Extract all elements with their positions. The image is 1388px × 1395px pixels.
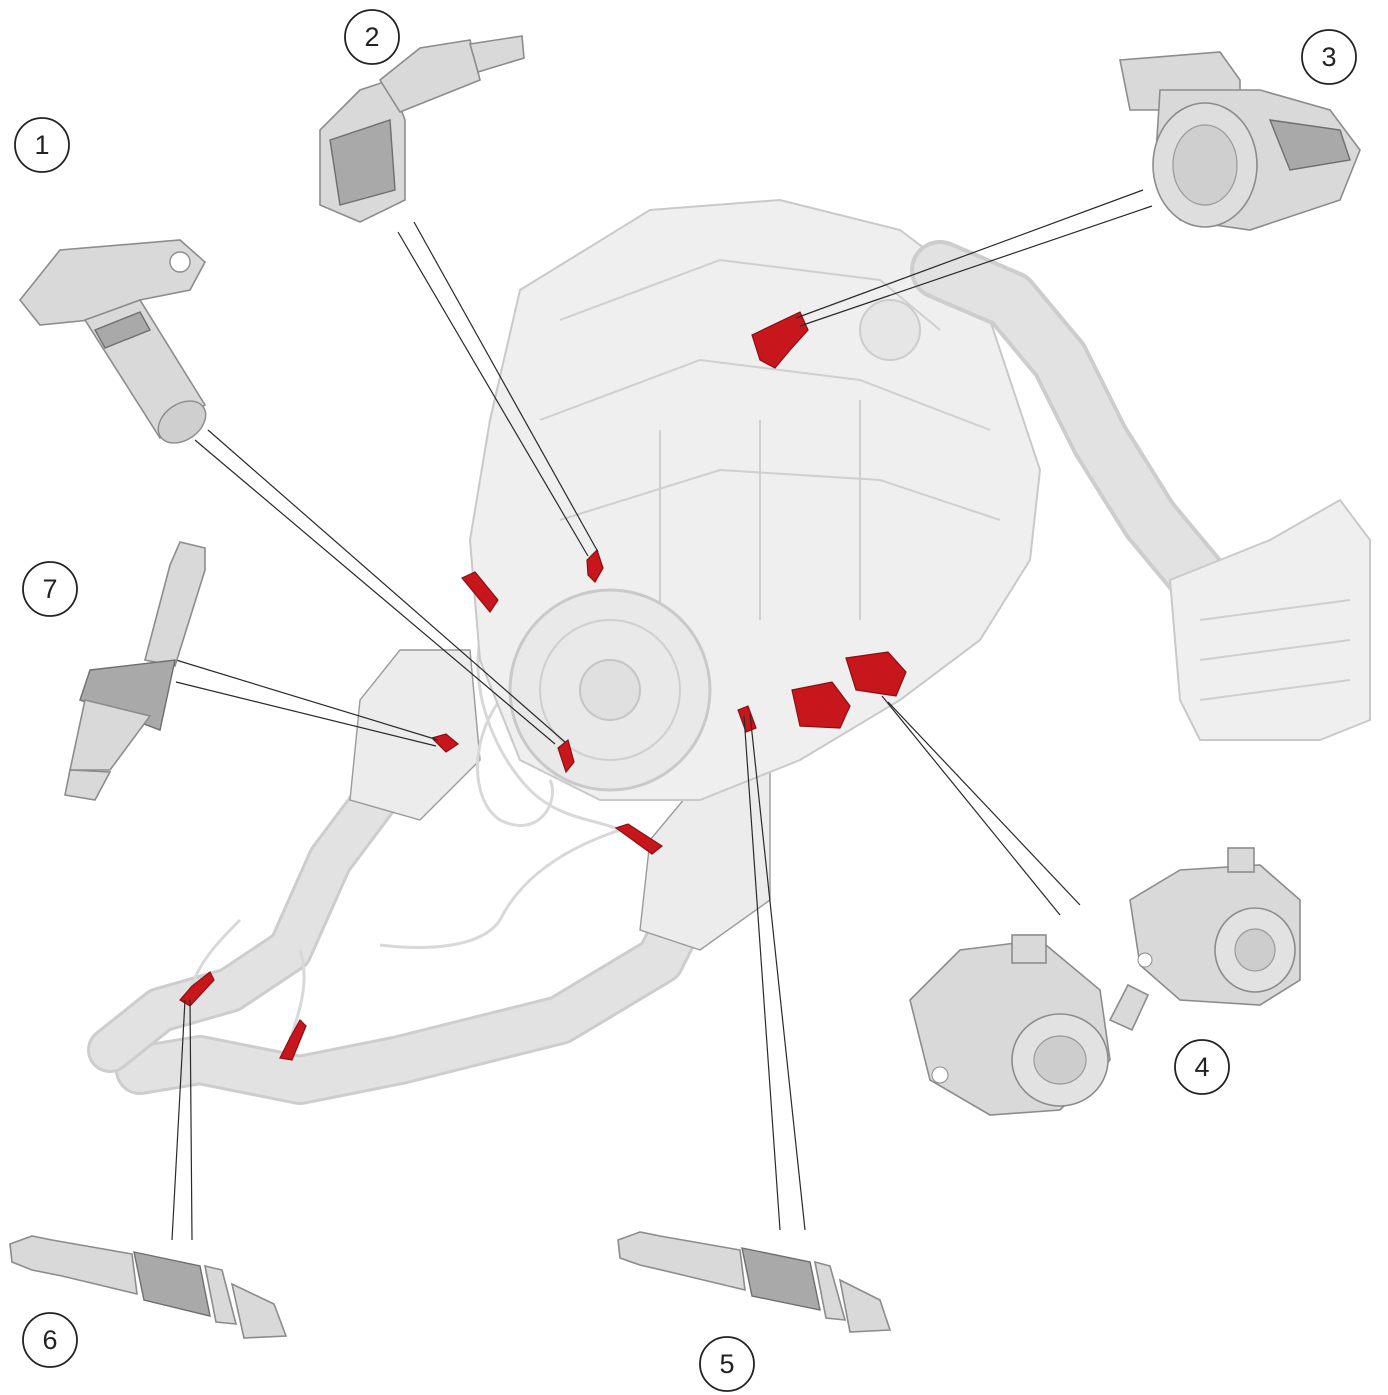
callout-6-label: 6 xyxy=(42,1325,57,1355)
coolant-temperature-sensor-icon xyxy=(320,36,524,222)
callout-5: 5 xyxy=(700,1337,754,1391)
callout-7-label: 7 xyxy=(42,574,57,604)
callout-4-label: 4 xyxy=(1194,1052,1209,1082)
callout-3-label: 3 xyxy=(1321,42,1336,72)
fuel-pump-icon xyxy=(910,848,1300,1115)
callout-1-label: 1 xyxy=(34,130,49,160)
callout-4: 4 xyxy=(1175,1040,1229,1094)
callout-6: 6 xyxy=(23,1313,77,1367)
oxygen-sensor-vertical-icon xyxy=(65,542,205,800)
oxygen-sensor-downstream-icon xyxy=(618,1232,890,1332)
callout-2-label: 2 xyxy=(364,22,379,52)
crankshaft-position-sensor-icon xyxy=(20,240,214,452)
callout-3: 3 xyxy=(1302,30,1356,84)
callout-7: 7 xyxy=(23,562,77,616)
callout-2: 2 xyxy=(345,10,399,64)
engine-assembly-icon xyxy=(470,200,1370,800)
callout-1: 1 xyxy=(15,118,69,172)
callout-5-label: 5 xyxy=(719,1349,734,1379)
